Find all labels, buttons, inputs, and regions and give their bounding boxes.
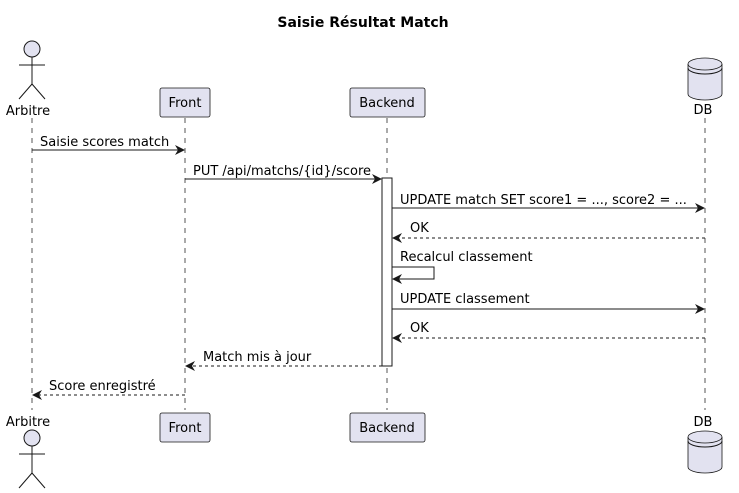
participant-label: Front (169, 421, 202, 436)
message-1: Saisie scores match (32, 135, 185, 155)
participant-label: Arbitre (6, 415, 50, 430)
participant-front-bottom: Front (159, 412, 211, 443)
message-label: Match mis à jour (203, 350, 312, 365)
message-label: UPDATE match SET score1 = ..., score2 = … (400, 193, 687, 208)
message-label: OK (410, 221, 429, 236)
participant-label: DB (694, 103, 713, 118)
message-3: UPDATE match SET score1 = ..., score2 = … (392, 193, 705, 213)
message-label: Score enregistré (49, 379, 156, 394)
backend-activation-bar (381, 177, 393, 367)
actor-icon (18, 429, 46, 489)
participant-label: DB (694, 415, 713, 430)
database-icon (687, 430, 723, 474)
participant-arbitre-top: Arbitre (6, 40, 50, 119)
participant-label: Front (169, 96, 202, 111)
database-icon (687, 57, 723, 101)
participant-db-top: DB (687, 57, 723, 118)
message-label: PUT /api/matchs/{id}/score (193, 164, 371, 179)
message-8: Match mis à jour (185, 350, 382, 371)
message-label: UPDATE classement (400, 292, 530, 307)
message-5-self: Recalcul classement (392, 250, 533, 284)
message-2: PUT /api/matchs/{id}/score (185, 164, 382, 184)
message-9: Score enregistré (32, 379, 185, 400)
participant-backend-bottom: Backend (349, 412, 426, 443)
participant-db-bottom: DB (687, 415, 723, 474)
diagram-title: Saisie Résultat Match (277, 15, 448, 31)
message-label: Saisie scores match (40, 135, 169, 150)
message-6: UPDATE classement (392, 292, 705, 314)
participant-label: Backend (359, 421, 415, 436)
message-label: Recalcul classement (400, 250, 533, 265)
participant-backend-top: Backend (349, 87, 426, 118)
participant-label: Arbitre (6, 104, 50, 119)
message-4: OK (392, 221, 705, 243)
message-label: OK (410, 321, 429, 336)
message-7: OK (392, 321, 705, 343)
participant-front-top: Front (159, 87, 211, 118)
actor-icon (18, 40, 46, 100)
participant-arbitre-bottom: Arbitre (6, 415, 50, 489)
participant-label: Backend (359, 96, 415, 111)
